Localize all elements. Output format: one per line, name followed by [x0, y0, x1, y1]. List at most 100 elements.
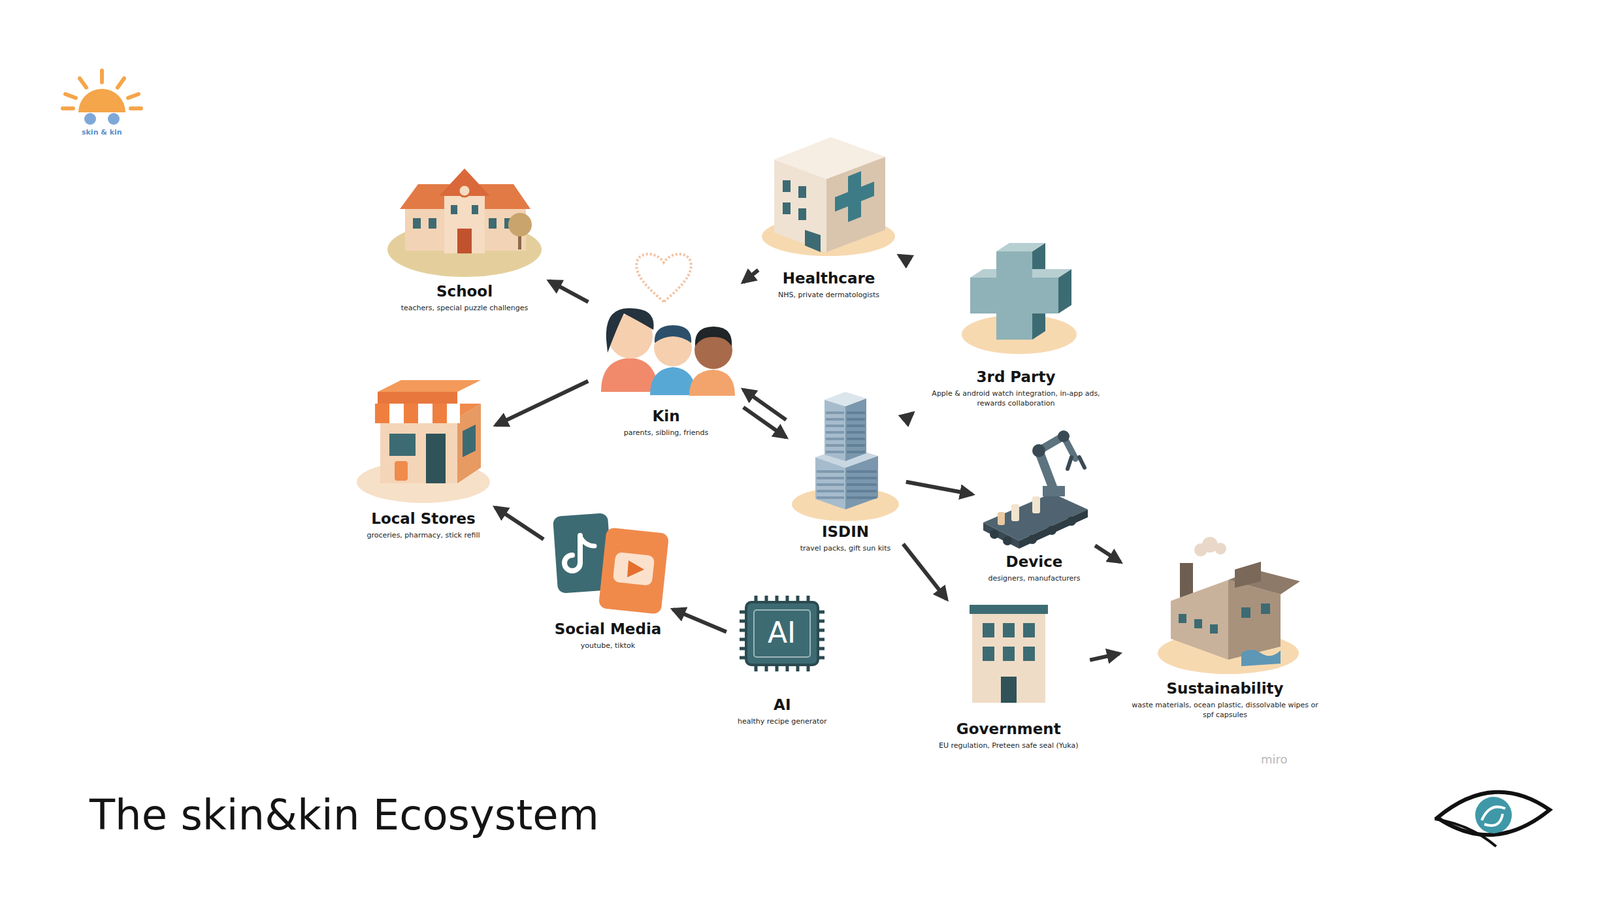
- ecosystem-node: Schoolteachers, special puzzle challenge…: [386, 158, 543, 313]
- ecosystem-node: Social Mediayoutube, tiktok: [550, 513, 666, 651]
- robot-arm-icon-part: [1002, 536, 1013, 546]
- hospital-icon-part: [834, 171, 875, 223]
- hospital-icon-part: [798, 208, 807, 221]
- family-icon-part: [601, 358, 659, 392]
- logo-sun-part: [79, 78, 87, 88]
- government-building-icon-part: [972, 610, 1046, 703]
- ai-chip-icon-part: [817, 647, 825, 651]
- government-building-icon-part: [1023, 646, 1035, 662]
- ai-chip-icon-part: [817, 610, 825, 615]
- family-icon: [601, 254, 735, 396]
- social-apps-icon-part: [598, 527, 670, 615]
- skyscraper-icon-part: [824, 391, 867, 407]
- ecosystem-node: Sustainabilitywaste materials, ocean pla…: [1126, 540, 1323, 720]
- node-heading: Sustainability: [1130, 679, 1320, 698]
- connector-arrow: [1094, 545, 1121, 562]
- ecosystem-node: Local Stores groceries, pharmacy, stick r…: [358, 379, 489, 541]
- connector-arrow: [902, 544, 947, 600]
- social-apps-icon-part: [564, 535, 581, 572]
- ai-chip-icon-part: [765, 665, 769, 672]
- node-description: NHS, private dermatologists: [768, 290, 890, 300]
- node-description: groceries, pharmacy, stick refill: [361, 530, 485, 541]
- ai-chip-icon-part: [754, 665, 758, 672]
- node-heading: Local Stores: [361, 509, 485, 528]
- school-icon-part: [444, 193, 485, 254]
- social-apps-icon-part: [627, 560, 645, 578]
- school-icon-part: [450, 205, 458, 215]
- store-icon-part: [375, 403, 390, 424]
- store-icon-part: [403, 403, 419, 424]
- skyscraper-icon-part: [824, 399, 846, 462]
- school-icon-part: [412, 218, 421, 229]
- logo-sun-part: [130, 106, 142, 111]
- store-icon-part: [375, 403, 460, 424]
- ai-chip-icon-part: [785, 595, 790, 603]
- eye-logo-part: [1481, 806, 1506, 826]
- school-icon-part: [508, 212, 532, 237]
- robot-arm-icon-part: [1032, 444, 1046, 458]
- robot-arm-icon-part: [1019, 509, 1088, 549]
- ai-chip-icon-part: [796, 665, 800, 672]
- ai-chip-icon-part: [817, 629, 825, 633]
- connector-arrow: [743, 390, 786, 421]
- robot-arm-icon-part: [1066, 516, 1077, 526]
- ai-chip-icon-part: [806, 665, 811, 672]
- skyscraper-icon-part: [825, 408, 845, 455]
- ai-chip-icon: [739, 595, 825, 672]
- government-building-icon-part: [1002, 623, 1015, 638]
- node-heading: ISDIN: [796, 522, 895, 541]
- government-building-icon-part: [1023, 623, 1035, 638]
- school-icon-part: [457, 228, 472, 254]
- node-heading: Device: [983, 552, 1085, 572]
- watermark: miro: [1260, 752, 1288, 768]
- node-description: parents, sibling, friends: [599, 427, 734, 438]
- skyscraper-icon-part: [846, 408, 866, 455]
- node-description: travel packs, gift sun kits: [796, 543, 895, 554]
- ecosystem-node: AI healthy recipe generator: [733, 584, 832, 727]
- node-description: EU regulation, Preteen safe seal (Yuka): [938, 740, 1079, 751]
- store-icon-part: [425, 433, 446, 484]
- family-icon-part: [654, 325, 692, 343]
- ai-chip-icon-part: [796, 595, 800, 603]
- ai-chip-icon-part: [754, 595, 758, 603]
- social-apps-icon: [552, 512, 670, 615]
- hospital-icon-part: [804, 229, 821, 253]
- social-apps-icon-part: [612, 552, 655, 587]
- school-icon-part: [428, 218, 437, 229]
- government-building-icon-part: [1002, 646, 1015, 662]
- store-icon-part: [462, 424, 476, 458]
- connector-arrow: [549, 280, 589, 302]
- ecosystem-node: Devicedesigners, manufacturers: [979, 428, 1089, 584]
- robot-arm-icon-part: [1047, 525, 1057, 536]
- node-description: healthy recipe generator: [737, 716, 828, 727]
- eye-logo-part: [1437, 792, 1550, 836]
- school-icon-part: [439, 168, 490, 196]
- store-icon-part: [389, 433, 416, 457]
- robot-arm-icon-part: [1032, 496, 1041, 514]
- factory-icon-part: [1194, 619, 1203, 629]
- school-icon-part: [488, 218, 497, 229]
- skyscraper-icon-part: [846, 469, 877, 502]
- ai-chip-icon-part: [753, 610, 811, 658]
- store-icon-part: [394, 461, 408, 481]
- node-heading: Social Media: [554, 620, 662, 639]
- robot-arm-icon-part: [1027, 535, 1037, 545]
- ecosystem-node: ISDIN travel packs, gift sun kits: [792, 388, 899, 554]
- family-icon-part: [695, 326, 732, 347]
- ai-chip-icon-part: [739, 647, 747, 651]
- medical-cross-icon-part: [970, 251, 1059, 340]
- factory-icon-part: [1214, 542, 1227, 555]
- logo-sun-part: [65, 94, 76, 98]
- logo-sun-part: [84, 113, 97, 125]
- connector-arrow: [743, 407, 786, 438]
- store-icon-part: [432, 403, 447, 424]
- hospital-icon-part: [782, 202, 791, 215]
- ai-chip-icon-part: [806, 595, 811, 603]
- chip-text: AI: [767, 616, 796, 650]
- school-icon-part: [471, 205, 479, 215]
- connector-arrow: [672, 609, 727, 633]
- hospital-icon-part: [774, 137, 886, 180]
- ai-chip-icon-part: [775, 595, 779, 603]
